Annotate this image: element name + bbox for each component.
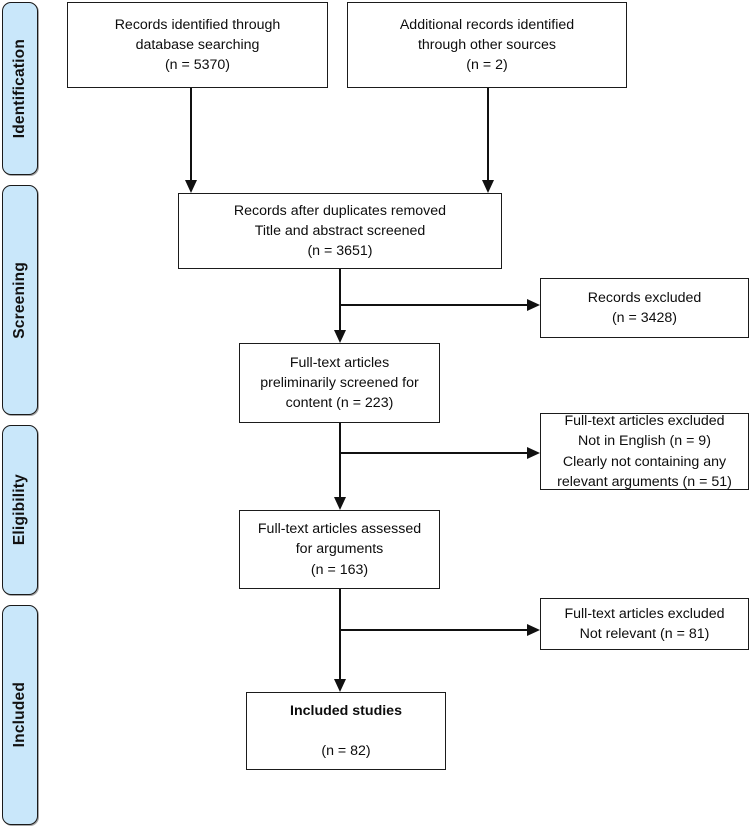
stage-label-screening: Screening	[11, 261, 28, 339]
box-fulltext-excluded-language-arguments: Full-text articles excluded Not in Engli…	[540, 413, 749, 490]
box-fulltext-excluded-not-relevant: Full-text articles excluded Not relevant…	[540, 598, 749, 650]
box-text-records-excluded: Records excluded (n = 3428)	[587, 289, 702, 326]
box-text-additional-records-other-sources: Additional records identified through ot…	[399, 16, 575, 74]
box-included-studies: Included studies (n = 82)	[246, 692, 446, 770]
box-text-records-identified-database: Records identified through database sear…	[114, 16, 281, 74]
box-text-fulltext-assessed-for-arguments: Full-text articles assessed for argument…	[257, 521, 422, 578]
box-fulltext-assessed-for-arguments: Full-text articles assessed for argument…	[239, 510, 440, 589]
box-text-included-studies: Included studies (n = 82)	[290, 681, 402, 782]
arrow-othersources-to-duplicates	[482, 88, 494, 193]
stage-label-identification: Identification	[11, 38, 28, 139]
box-additional-records-other-sources: Additional records identified through ot…	[347, 2, 627, 88]
stage-label-included: Included	[11, 682, 28, 748]
box-fulltext-preliminarily-screened: Full-text articles preliminarily screene…	[239, 343, 440, 423]
arrow-branch-fulltext-excluded-1	[340, 447, 540, 459]
arrow-prelim-to-assessed	[334, 423, 346, 510]
stage-pill-screening: Screening	[2, 185, 38, 415]
stage-pill-included: Included	[2, 605, 38, 825]
stage-pill-identification: Identification	[2, 2, 38, 175]
box-records-after-duplicates-removed: Records after duplicates removed Title a…	[178, 193, 502, 269]
box-records-excluded: Records excluded (n = 3428)	[540, 278, 749, 338]
arrow-duplicates-to-prelim	[334, 269, 346, 343]
included-studies-count: (n = 82)	[321, 743, 371, 760]
box-records-identified-database: Records identified through database sear…	[67, 2, 328, 88]
box-text-records-after-duplicates-removed: Records after duplicates removed Title a…	[233, 202, 447, 260]
box-text-fulltext-preliminarily-screened: Full-text articles preliminarily screene…	[260, 354, 419, 412]
box-text-fulltext-excluded-language-arguments: Full-text articles excluded Not in Engli…	[557, 413, 732, 490]
arrow-assessed-to-included	[334, 589, 346, 692]
arrow-branch-records-excluded	[340, 299, 540, 311]
included-studies-heading: Included studies	[290, 702, 402, 719]
stage-label-eligibility: Eligibility	[11, 474, 28, 546]
arrow-branch-fulltext-excluded-2	[340, 624, 540, 636]
stage-pill-eligibility: Eligibility	[2, 425, 38, 595]
arrow-database-to-duplicates	[185, 88, 197, 193]
box-text-fulltext-excluded-not-relevant: Full-text articles excluded Not relevant…	[564, 605, 725, 642]
